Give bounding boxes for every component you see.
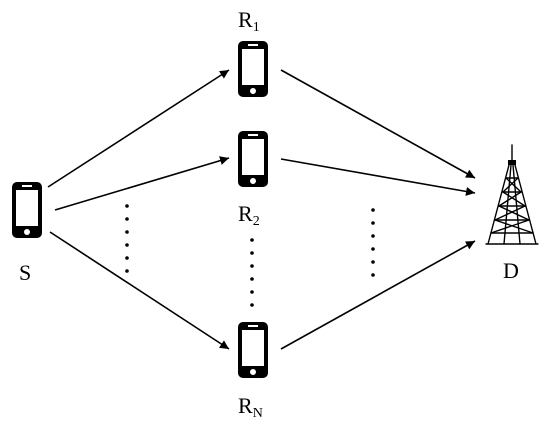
source-label: S [19, 262, 31, 284]
relay2-label-subscript: 2 [252, 214, 260, 229]
ellipsis-dots-middle [250, 238, 254, 307]
ellipsis-dots-right [371, 208, 375, 277]
destination-label-text: D [503, 258, 519, 283]
relay2-label: R2 [238, 203, 260, 229]
relay2-phone-icon [238, 131, 268, 187]
arrow-s-to-r2 [54, 156, 230, 211]
ellipsis-dots-left [125, 204, 129, 273]
source-label-text: S [19, 260, 32, 285]
relay1-label: R1 [238, 9, 260, 35]
relayN-phone-icon [238, 322, 268, 378]
relay1-label-subscript: 1 [252, 20, 260, 35]
source-phone-icon [12, 182, 42, 238]
arrow-s-to-rn [49, 231, 230, 350]
relayN-label-text: R [238, 393, 253, 418]
cell-tower-icon [485, 144, 539, 245]
relay1-label-text: R [238, 7, 253, 32]
destination-label: D [503, 260, 519, 282]
arrow-s-to-r1 [47, 69, 230, 188]
relay1-phone-icon [238, 41, 268, 97]
arrow-r2-to-d [280, 158, 476, 196]
arrow-rn-to-d [280, 240, 476, 350]
arrow-r1-to-d [280, 69, 476, 179]
relayN-label: RN [238, 395, 263, 421]
relay2-label-text: R [238, 201, 253, 226]
relayN-label-subscript: N [252, 406, 263, 421]
